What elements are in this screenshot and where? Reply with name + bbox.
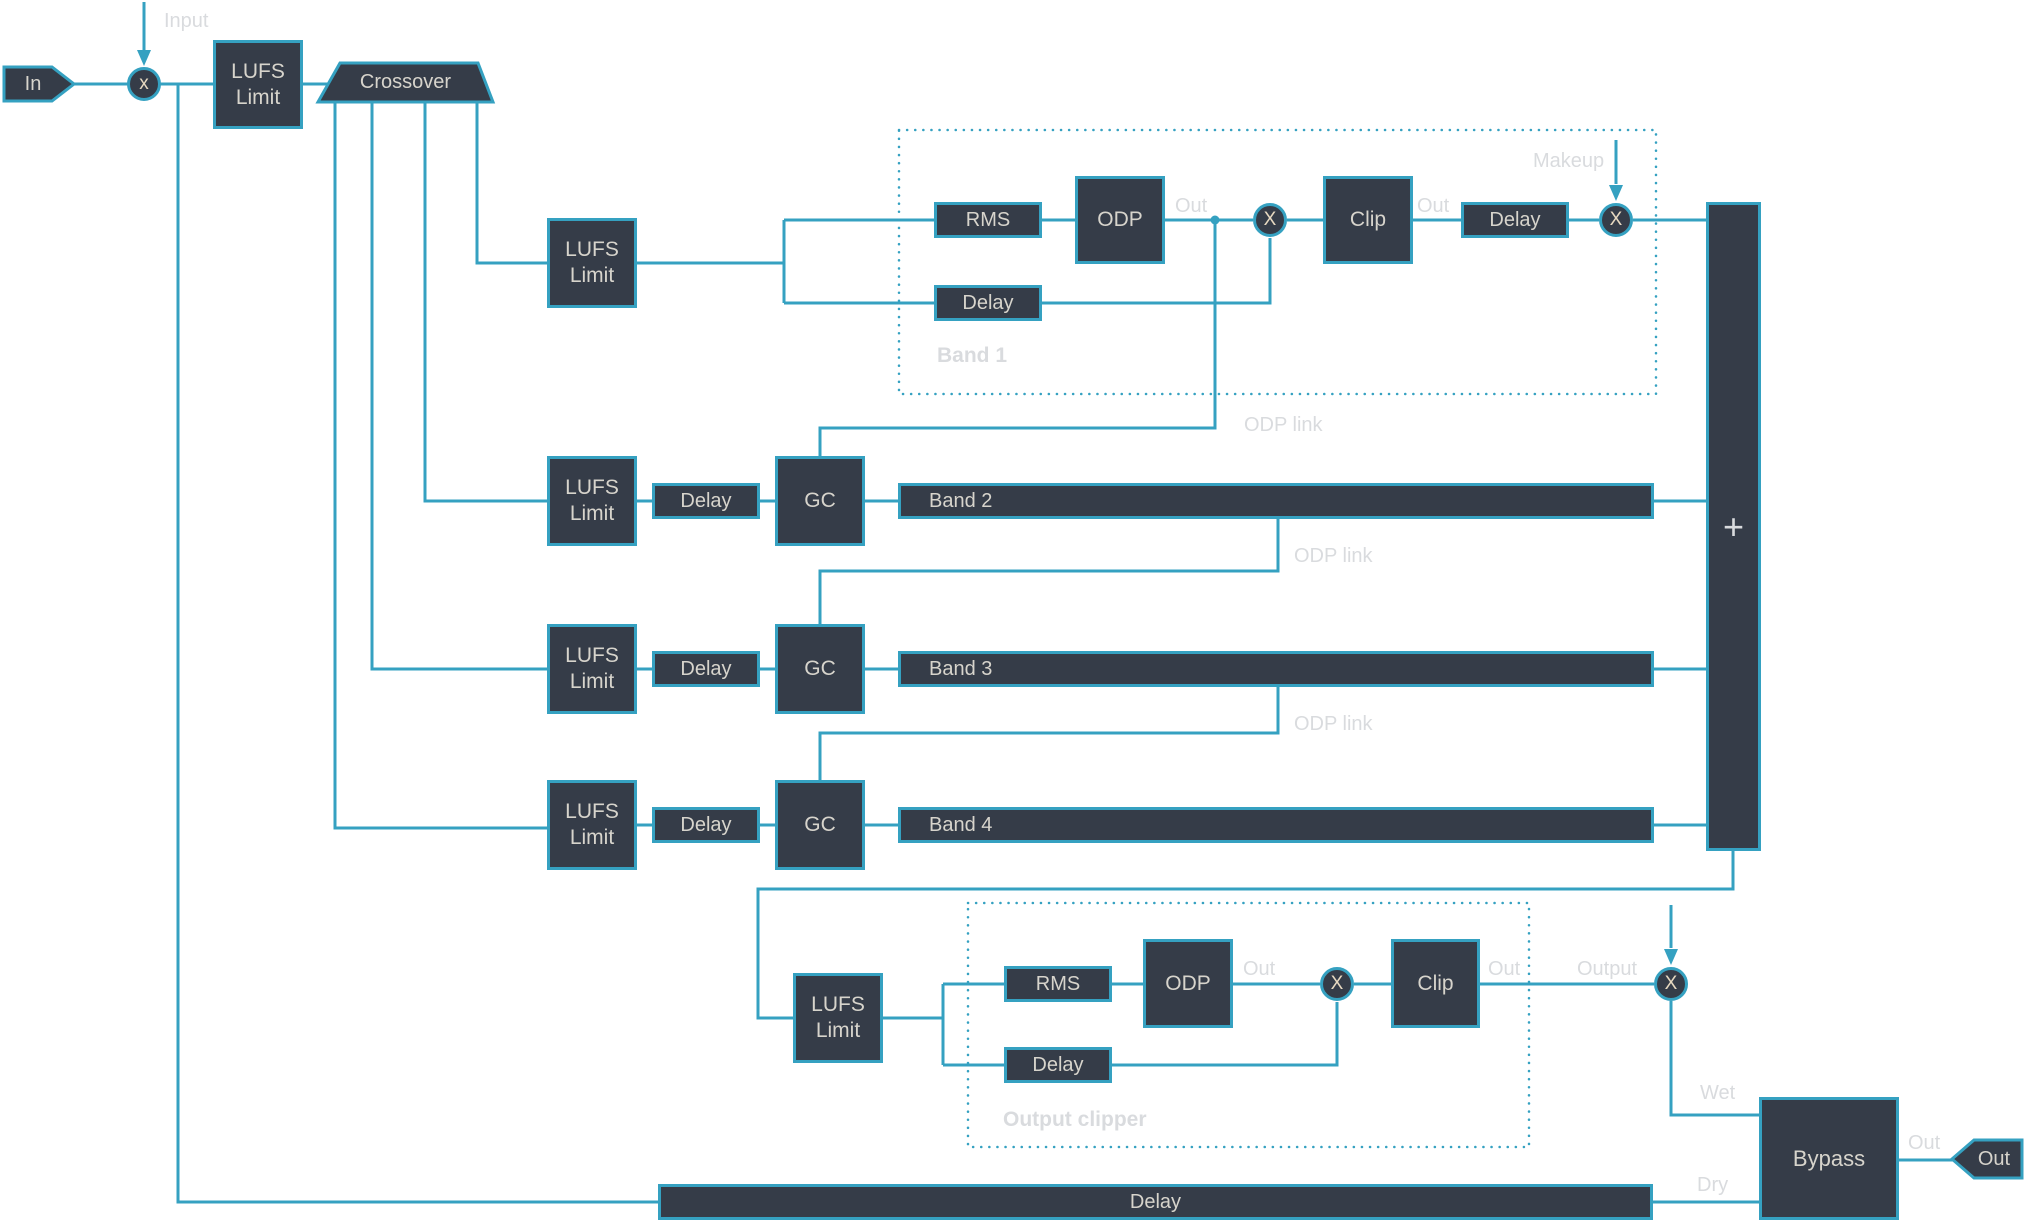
b1-makeup-label: Makeup: [1533, 150, 1605, 172]
oc-multiplier-symbol: X: [1330, 973, 1344, 994]
wire-sum-to-clipper: [756, 851, 1735, 1020]
output-arrowhead-icon: [1664, 949, 1678, 965]
wet-label: Wet: [1700, 1082, 1736, 1104]
band4-bar: Band 4: [898, 807, 1654, 843]
oc-multiplier-shape: [1320, 967, 1354, 1001]
b4-delay-block: Delay: [652, 807, 760, 843]
band1-section-title: Band 1: [937, 344, 1008, 367]
b1-delay-block: Delay: [934, 285, 1042, 321]
odp-link-label-2: ODP link: [1294, 545, 1373, 567]
b1-multiplier-symbol: X: [1263, 209, 1277, 230]
output-gain-multiplier-symbol: X: [1664, 973, 1678, 994]
crossover-label: Crossover: [359, 71, 452, 93]
b4-lufs-limit-block: LUFS Limit: [547, 780, 637, 870]
wire-odp-link-2-3: [818, 519, 1280, 624]
b2-lufs-limit-block: LUFS Limit: [547, 456, 637, 546]
wire-odp-link-3-4: [818, 687, 1280, 781]
wire-crossover-band1: [475, 102, 547, 265]
out-tag-shape: [1949, 1138, 2024, 1180]
in-tag-shape: [2, 65, 77, 103]
oc-odp-block: ODP: [1143, 939, 1233, 1028]
b3-delay-block: Delay: [652, 651, 760, 687]
b3-lufs-limit-block: LUFS Limit: [547, 624, 637, 714]
wire-b1-delay-to-mult: [1042, 238, 1272, 305]
in-tag-label: In: [24, 72, 42, 95]
b2-gc-block: GC: [775, 456, 865, 546]
oc-rms-block: RMS: [1004, 966, 1112, 1002]
odp-link-label-3: ODP link: [1294, 713, 1373, 735]
input-gain-symbol: x: [139, 73, 149, 94]
input-arrowhead-icon: [137, 50, 151, 66]
dry-label: Dry: [1697, 1174, 1729, 1196]
b1-odp-block: ODP: [1075, 176, 1165, 264]
oc-delay-block: Delay: [1004, 1047, 1112, 1083]
band3-bar: Band 3: [898, 651, 1654, 687]
oc-clip-out-label: Out: [1488, 958, 1521, 980]
wire-dry-path: [176, 84, 658, 1204]
b2-delay-block: Delay: [652, 483, 760, 519]
b1-clip-out-label: Out: [1417, 195, 1450, 217]
oc-odp-out-label: Out: [1243, 958, 1276, 980]
b3-gc-block: GC: [775, 624, 865, 714]
input-gain-multiplier-shape: [127, 67, 161, 101]
b1-multiplier-shape: [1253, 203, 1287, 237]
wire-crossover-band4: [333, 102, 547, 830]
makeup-arrowhead-icon: [1609, 185, 1623, 201]
bypass-block: Bypass: [1759, 1097, 1899, 1220]
bypass-out-label: Out: [1908, 1132, 1941, 1154]
oc-lufs-limit-block: LUFS Limit: [793, 973, 883, 1063]
output-clipper-section-border: [966, 901, 1531, 1149]
out-tag-label: Out: [1977, 1147, 2011, 1170]
b1-rms-block: RMS: [934, 202, 1042, 238]
sum-block: +: [1706, 202, 1761, 851]
b1-makeup-multiplier-symbol: X: [1609, 209, 1623, 230]
input-param-label: Input: [164, 10, 209, 32]
b1-post-delay-block: Delay: [1461, 202, 1569, 238]
b1-clip-block: Clip: [1323, 176, 1413, 264]
wire-odp-link-1-2: [818, 220, 1217, 456]
b1-odp-out-label: Out: [1175, 195, 1208, 217]
oc-clip-block: Clip: [1391, 939, 1480, 1028]
odp-link-label-1: ODP link: [1244, 414, 1323, 436]
dry-delay-bar: Delay: [658, 1184, 1653, 1220]
output-clipper-section-title: Output clipper: [1003, 1108, 1147, 1131]
b1-lufs-limit-block: LUFS Limit: [547, 218, 637, 308]
wire-crossover-band2: [423, 102, 547, 503]
band2-bar: Band 2: [898, 483, 1654, 519]
b4-gc-block: GC: [775, 780, 865, 870]
output-param-label: Output: [1577, 958, 1638, 980]
output-gain-multiplier-shape: [1654, 967, 1688, 1001]
wire-wet-path: [1669, 1001, 1759, 1117]
wire-crossover-band3: [370, 102, 547, 671]
main-lufs-limit-block: LUFS Limit: [213, 40, 303, 129]
b1-makeup-multiplier-shape: [1599, 203, 1633, 237]
wire-oc-delay-to-mult: [1112, 1002, 1339, 1067]
crossover-shape: [315, 61, 496, 104]
